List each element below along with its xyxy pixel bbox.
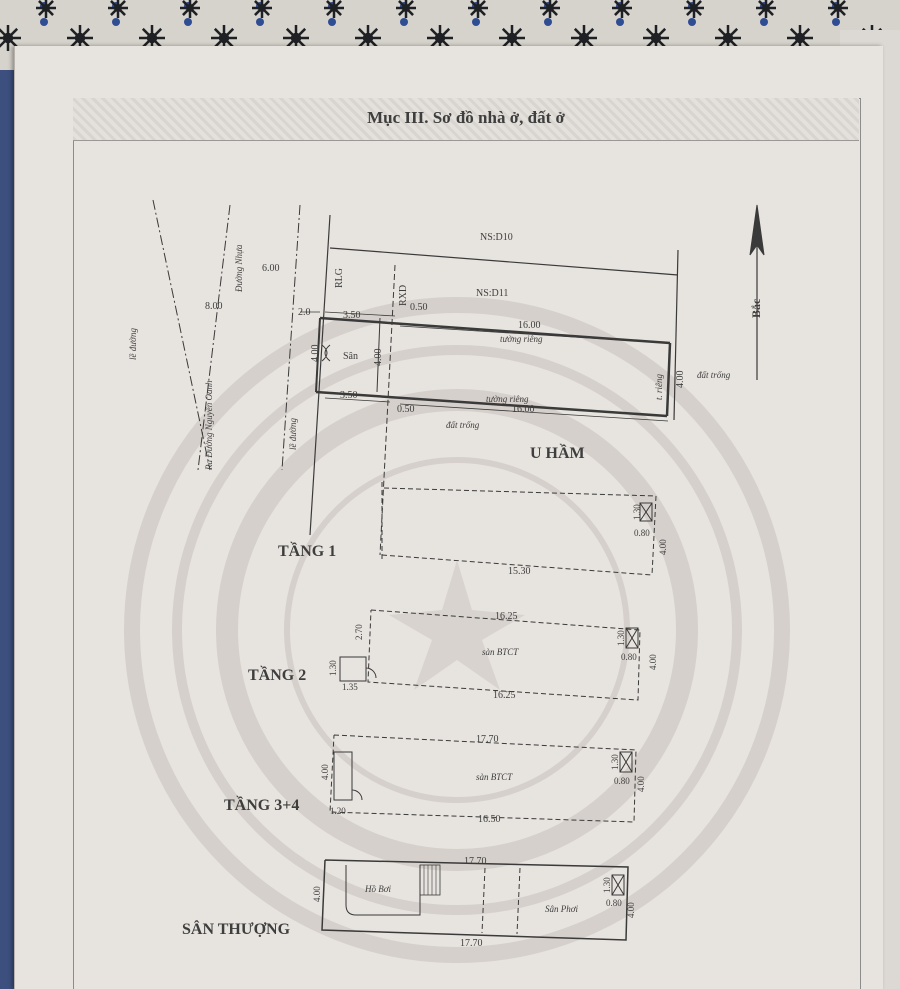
f2-dim-1-30: 1.30	[616, 630, 626, 646]
emblem-star-icon	[389, 560, 525, 690]
roof-dim-1-30: 1.30	[602, 877, 612, 893]
fabric-dot	[40, 18, 48, 26]
f34-dim-1-20: 1.20	[330, 806, 346, 816]
dim-16-00-top: 16.00	[518, 320, 541, 331]
fabric-star-icon	[108, 0, 128, 18]
wall-right-label: t. riêng	[654, 374, 664, 400]
dim-0-50-top: 0.50	[410, 302, 428, 313]
fabric-star-icon	[180, 0, 200, 18]
fabric-star-icon	[67, 25, 93, 51]
fabric-dot	[112, 18, 120, 26]
wall-bottom-label: tường riêng	[486, 394, 529, 404]
fabric-dot	[832, 18, 840, 26]
fabric-star-icon	[283, 25, 309, 51]
roof-dim-top: 17.70	[464, 856, 487, 867]
road-edge-label-1: lề đường	[128, 328, 138, 360]
fabric-star-icon	[499, 25, 525, 51]
neighbor-side-label: NS:D11	[476, 288, 508, 299]
wall-top-label: tường riêng	[500, 334, 543, 344]
road-line-right-label: RXD	[398, 285, 409, 306]
f34-dim-4-00-left: 4.00	[320, 764, 330, 780]
f2-dim-top: 16.25	[495, 611, 518, 622]
fabric-star-icon	[468, 0, 488, 18]
f2-dim-bot: 16.25	[493, 690, 516, 701]
f34-dim-top: 17.70	[476, 734, 499, 745]
empty-land-bottom-label: đất trống	[446, 420, 480, 430]
fabric-star-icon	[612, 0, 632, 18]
title-band: Mục III. Sơ đồ nhà ở, đất ở	[73, 98, 859, 141]
f2-dim-0-80: 0.80	[621, 652, 637, 662]
road-name-label: Đường Nhựa	[234, 244, 244, 293]
street-name-label: Ra Đường Nguyễn Oanh	[204, 380, 214, 471]
f34-dim-1-30: 1.30	[610, 754, 620, 770]
fabric-star-icon	[756, 0, 776, 18]
pool-label: Hồ Bơi	[364, 884, 392, 894]
north-label: Bắc	[749, 298, 763, 318]
floor-label-3-4: TẦNG 3+4	[224, 795, 299, 814]
fabric-dot	[184, 18, 192, 26]
floor-label-basement: U HẦM	[530, 443, 585, 462]
ham-dim-1-30: 1.30	[632, 504, 642, 520]
f34-slab-label: sàn BTCT	[476, 772, 513, 782]
fabric-dot	[256, 18, 264, 26]
dim-6-00: 6.00	[262, 263, 280, 274]
fabric-dot	[688, 18, 696, 26]
f1-dim-length: 15.30	[508, 566, 531, 577]
floor-label-2: TẦNG 2	[248, 665, 306, 684]
yard-label: Sân	[343, 351, 358, 362]
dim-8-00: 8.00	[205, 301, 223, 312]
fabric-star-icon	[139, 25, 165, 51]
fabric-dot	[400, 18, 408, 26]
drying-yard-label: Sân Phơi	[545, 904, 579, 914]
roof-dim-4-00-left: 4.00	[312, 886, 322, 902]
empty-land-right-label: đất trống	[697, 370, 731, 380]
f2-dim-4-00: 4.00	[648, 654, 658, 670]
f2-slab-label: sàn BTCT	[482, 647, 519, 657]
dim-3-50-bot: 3.50	[340, 390, 358, 401]
fabric-dot	[328, 18, 336, 26]
fabric-star-icon	[324, 0, 344, 18]
dim-4-00-mid: 4.00	[373, 349, 384, 367]
dim-16-00-bot: 16.00	[512, 404, 535, 415]
fabric-star-icon	[540, 0, 560, 18]
dim-4-00-right: 4.00	[675, 371, 686, 389]
f2-dim-1-35: 1.35	[342, 682, 358, 692]
dim-0-50-bot: 0.50	[397, 404, 415, 415]
floor-label-rooftop: SÂN THƯỢNG	[182, 919, 291, 938]
fabric-star-icon	[396, 0, 416, 18]
roof-dim-4-00: 4.00	[626, 902, 636, 918]
fabric-dot	[760, 18, 768, 26]
dim-2-0: 2.0	[298, 307, 311, 318]
section-title: Mục III. Sơ đồ nhà ở, đất ở	[367, 108, 565, 127]
fabric-star-icon	[252, 0, 272, 18]
road-line-left-label: RLG	[334, 268, 345, 288]
ham-dim-0-80: 0.80	[634, 528, 650, 538]
roof-dim-bot: 17.70	[460, 938, 483, 949]
f34-dim-4-00: 4.00	[636, 776, 646, 792]
floor-label-1: TẦNG 1	[278, 541, 336, 560]
fabric-dot	[544, 18, 552, 26]
fabric-dot	[616, 18, 624, 26]
fabric-star-icon	[36, 0, 56, 18]
f34-dim-0-80: 0.80	[614, 776, 630, 786]
fabric-star-icon	[684, 0, 704, 18]
fabric-star-icon	[355, 25, 381, 51]
f34-dim-bot: 16.50	[478, 814, 501, 825]
fabric-star-icon	[715, 25, 741, 51]
road-edge-label-2: lề đường	[288, 418, 298, 450]
f2-dim-1-30-left: 1.30	[328, 660, 338, 676]
f2-dim-2-70: 2.70	[354, 624, 364, 640]
fabric-star-icon	[0, 25, 21, 51]
dim-4-00-left: 4.00	[310, 345, 321, 363]
fabric-star-icon	[828, 0, 848, 18]
neighbor-back-label: NS:D10	[480, 232, 513, 243]
ham-dim-4-00: 4.00	[658, 539, 668, 555]
roof-dim-0-80: 0.80	[606, 898, 622, 908]
dim-3-50-top: 3.50	[343, 310, 361, 321]
fabric-dot	[472, 18, 480, 26]
